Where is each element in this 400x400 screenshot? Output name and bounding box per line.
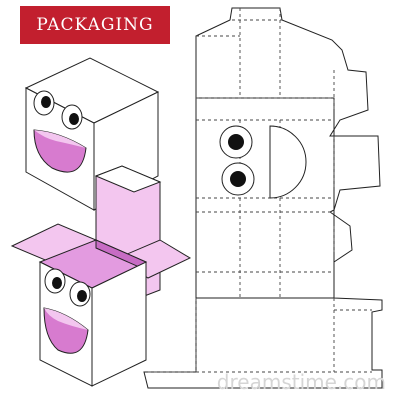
open-box-right-pupil [77,290,87,302]
dieline-mouth-shape [269,125,307,199]
open-box-side-face [91,261,147,387]
dieline-outline [143,7,383,389]
banner-title: PACKAGING [36,15,154,35]
dieline-lower-pupil [230,171,246,187]
open-box-left-pupil [52,277,62,289]
closed-box-right-pupil [69,113,79,125]
title-banner: PACKAGING [20,6,170,44]
closed-box-left-pupil [41,96,51,108]
closed-box [24,57,160,211]
open-box-mouth-inner [44,308,88,330]
closed-box-mouth-inner [34,130,86,148]
open-box [10,165,192,387]
dieline-folds [148,8,372,373]
dieline-upper-pupil [228,134,244,150]
watermark: dreamstime.com [216,370,386,394]
dieline-face [219,125,307,199]
open-box-back-flap-top [94,165,162,193]
